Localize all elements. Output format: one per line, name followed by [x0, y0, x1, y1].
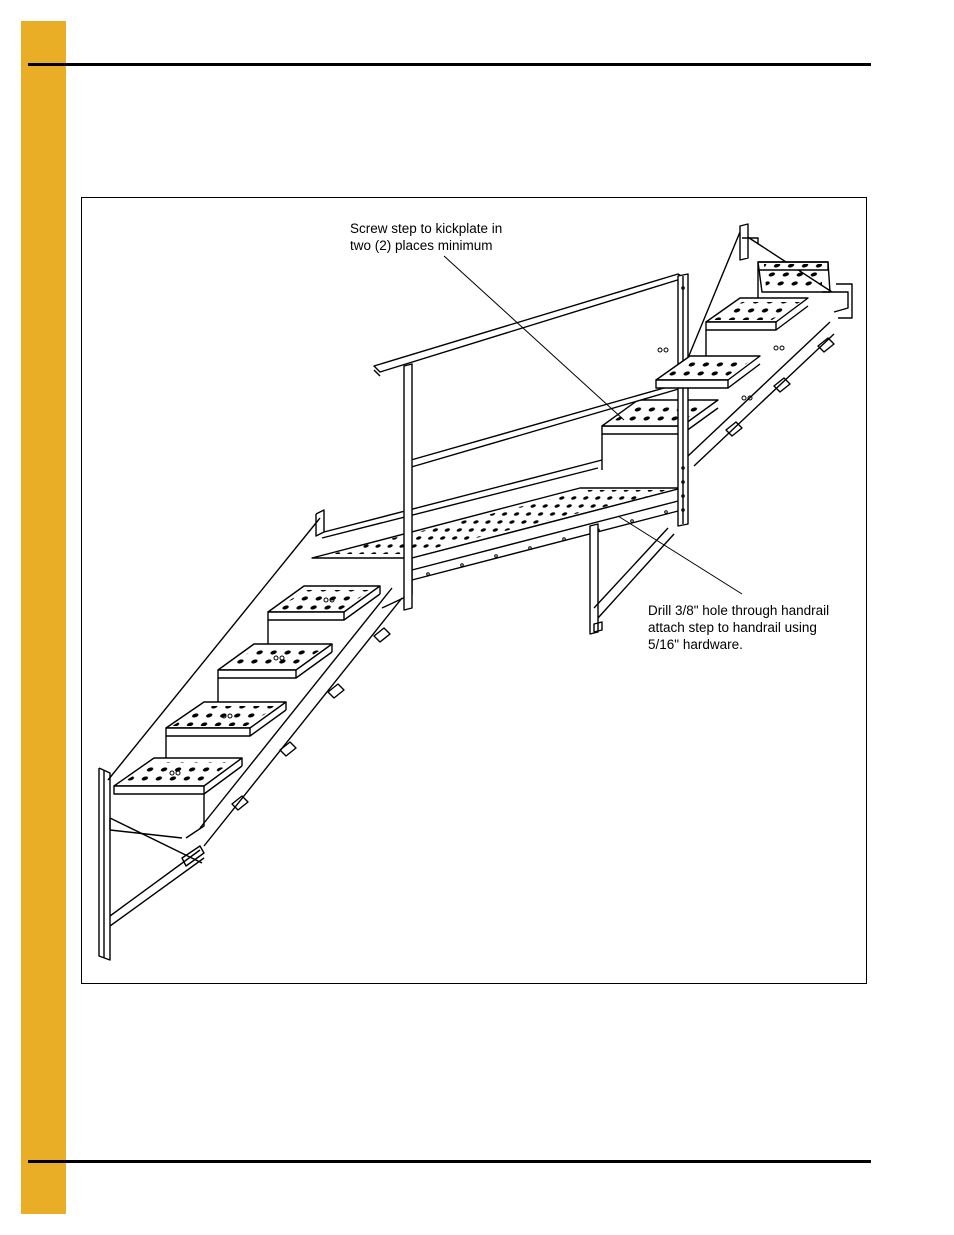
handrail-callout-line-2: attach step to handrail using — [648, 620, 817, 635]
handrail-callout: Drill 3/8" hole through handrail attach … — [648, 602, 829, 653]
side-color-tab — [21, 21, 66, 1214]
upper-stair — [655, 223, 853, 467]
header-rule — [28, 63, 871, 66]
footer-rule — [28, 1160, 871, 1163]
kickplate-callout-line-1: Screw step to kickplate in — [350, 221, 503, 236]
figure-frame: Screw step to kickplate in two (2) place… — [81, 197, 867, 984]
leader-lines — [443, 255, 743, 595]
lower-stair — [98, 517, 403, 961]
kickplate-callout-line-2: two (2) places minimum — [350, 238, 493, 253]
stair-assembly-illustration — [98, 223, 853, 961]
kickplate-callout: Screw step to kickplate in two (2) place… — [350, 220, 502, 254]
handrail — [373, 273, 689, 611]
handrail-callout-line-3: 5/16" hardware. — [648, 637, 743, 652]
handrail-callout-line-1: Drill 3/8" hole through handrail — [648, 603, 830, 618]
